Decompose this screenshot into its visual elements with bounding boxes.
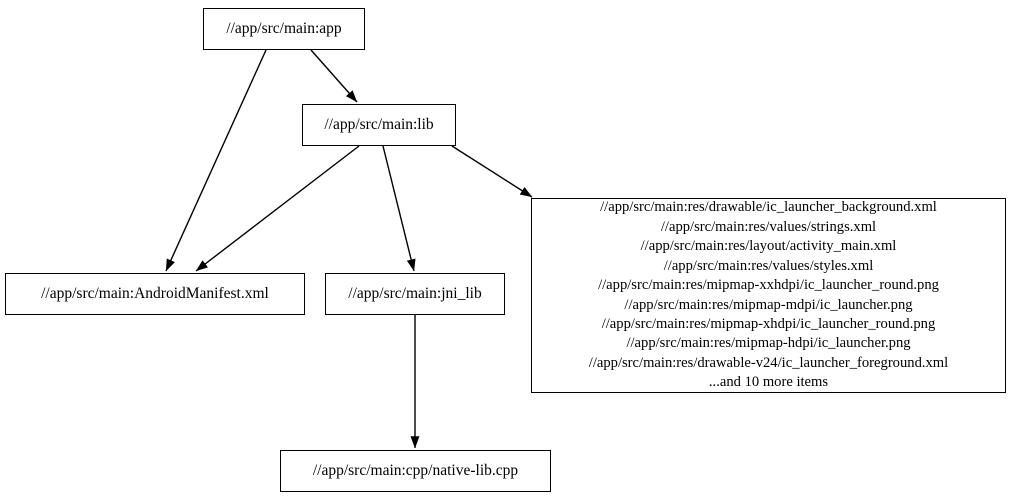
graph-node-native-lib-cpp-label: //app/src/main:cpp/native-lib.cpp bbox=[312, 462, 519, 480]
graph-node-jni-lib[interactable]: //app/src/main:jni_lib bbox=[325, 273, 505, 315]
graph-node-jni-lib-label: //app/src/main:jni_lib bbox=[348, 285, 482, 303]
graph-node-native-lib-cpp[interactable]: //app/src/main:cpp/native-lib.cpp bbox=[280, 450, 551, 492]
edge-app-to-lib bbox=[310, 49, 358, 103]
graph-node-app-label: //app/src/main:app bbox=[226, 20, 342, 38]
graph-node-lib[interactable]: //app/src/main:lib bbox=[302, 104, 456, 146]
graph-node-android-manifest-label: //app/src/main:AndroidManifest.xml bbox=[41, 285, 269, 303]
edge-lib-to-jni-lib bbox=[382, 145, 416, 272]
graph-node-android-manifest[interactable]: //app/src/main:AndroidManifest.xml bbox=[5, 273, 305, 315]
edge-lib-to-resources bbox=[451, 145, 533, 198]
graph-node-lib-label: //app/src/main:lib bbox=[324, 116, 434, 134]
edge-app-to-manifest bbox=[165, 49, 267, 272]
graph-node-app[interactable]: //app/src/main:app bbox=[203, 8, 365, 50]
edge-lib-to-manifest bbox=[195, 145, 360, 272]
graph-node-resources[interactable]: //app/src/main:res/drawable/ic_launcher_… bbox=[531, 198, 1006, 393]
graph-node-resources-label: //app/src/main:res/drawable/ic_launcher_… bbox=[588, 199, 949, 391]
